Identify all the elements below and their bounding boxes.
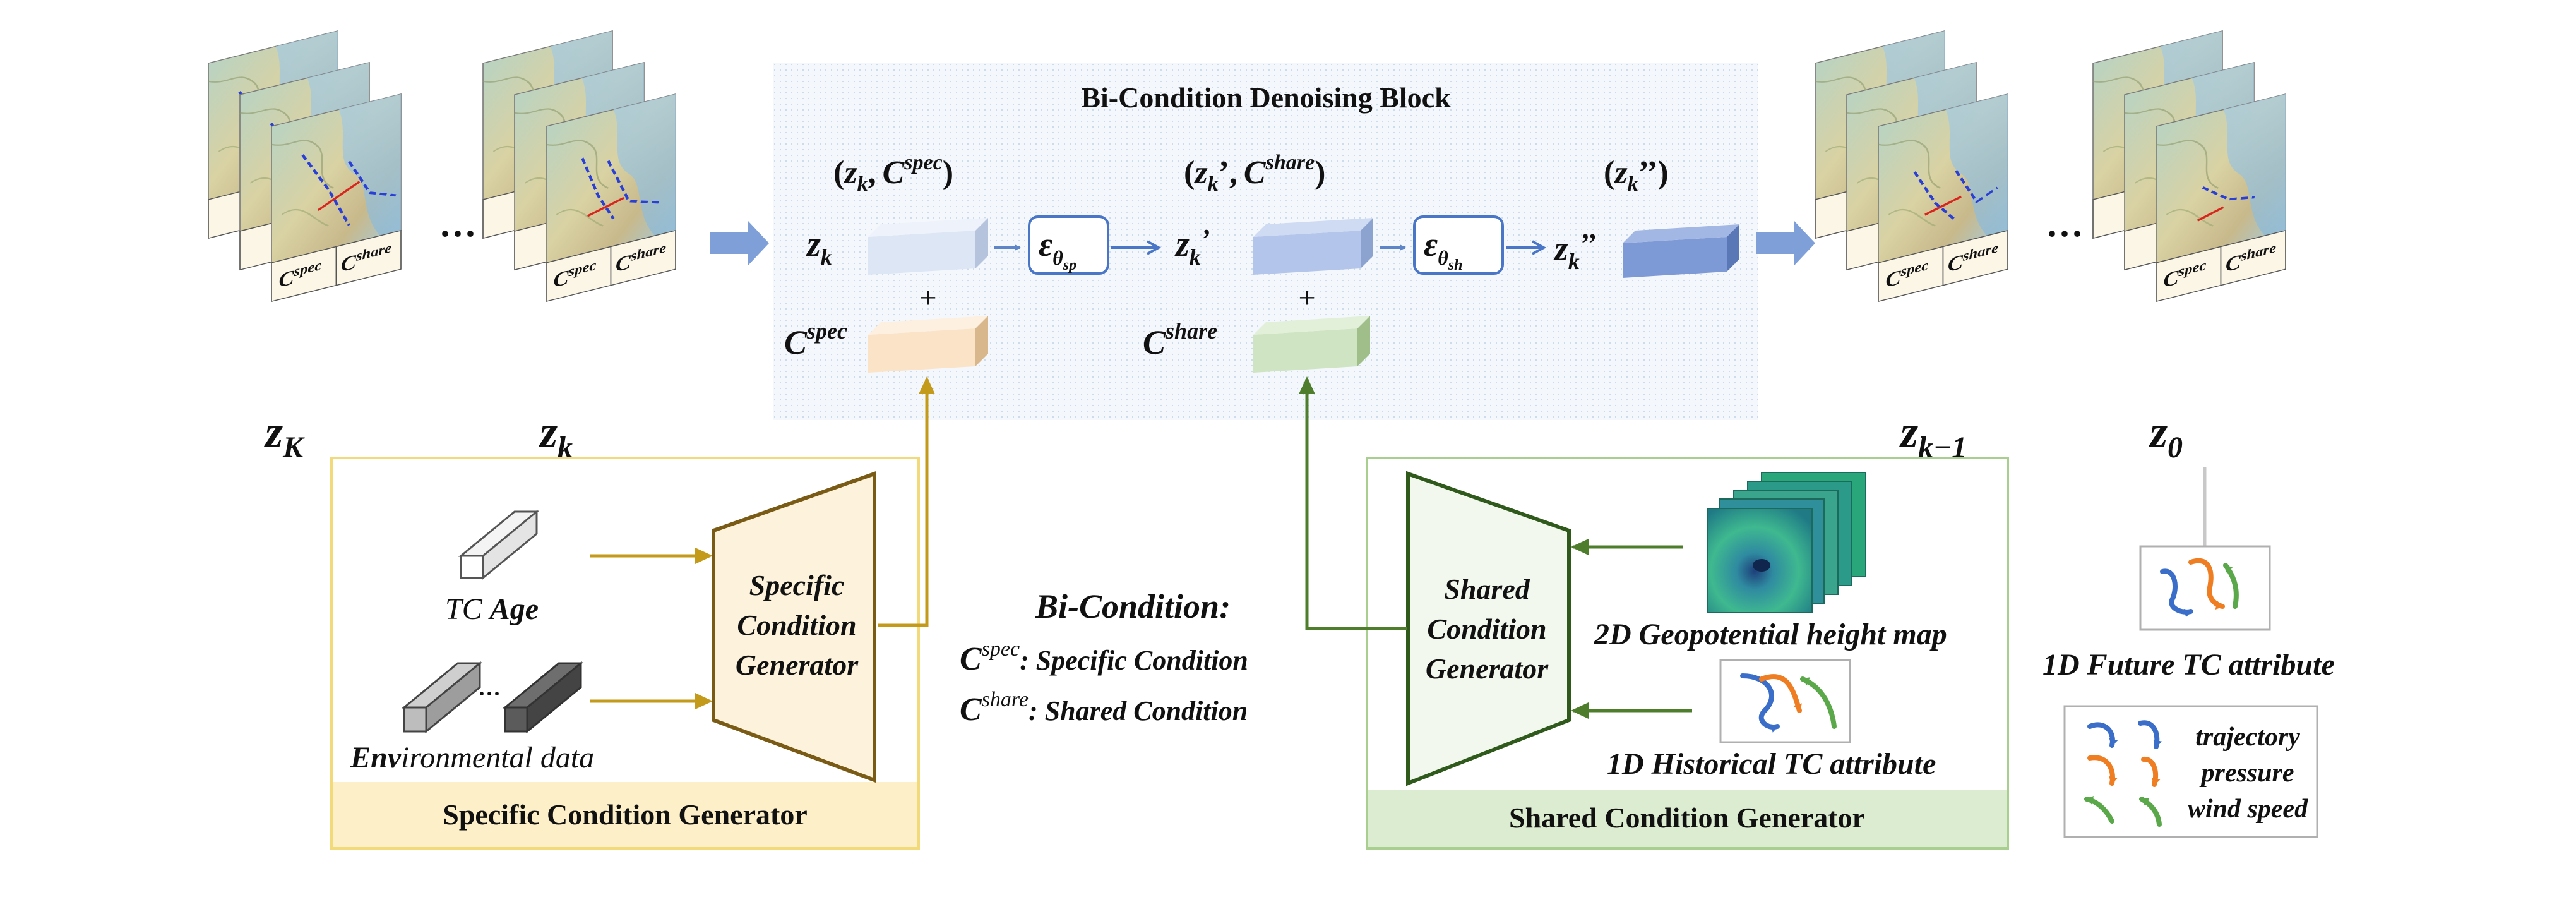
future-attr-box [2139, 545, 2271, 631]
pair-label-2: (zk’,Cshare) [1184, 151, 1325, 196]
c-spec-cuboid-icon [868, 316, 988, 373]
eps-sp-label: εθsp [1039, 226, 1076, 274]
env-data-label: Environmental data [350, 741, 594, 774]
stack-label-3: zk−1 [1899, 407, 1967, 464]
tc-age-cuboid-icon [458, 509, 540, 580]
legend-pressure: pressure [2199, 759, 2294, 788]
trajectory-track [1913, 171, 1957, 222]
zk-prime-cuboid-icon [1253, 218, 1373, 275]
future-attr-label: 1D Future TC attribute [2042, 648, 2335, 682]
shared-generator-trapezoid-icon [1406, 471, 1571, 786]
ellipsis-right: ··· [2046, 213, 2084, 255]
pair-label-1: (zk,Cspec) [833, 151, 953, 196]
legend-share: Cshare: Shared Condition [960, 688, 1248, 728]
plus-share: + [1298, 281, 1315, 315]
zk-dprime-cuboid-icon [1623, 224, 1739, 278]
arrow-out-block-icon [1756, 221, 1815, 265]
future-curve-arrows-icon [2160, 558, 2239, 618]
specific-generator-footer: Specific Condition Generator [443, 798, 808, 831]
share-to-block-arrow-icon [1299, 376, 1407, 630]
env-dots: ··· [478, 681, 501, 706]
historical-label: 1D Historical TC attribute [1607, 747, 1936, 781]
shared-generator-footer-bg [1368, 790, 2007, 847]
geopotential-label: 2D Geopotential height map [1594, 618, 1947, 651]
eps-sp-box [1028, 215, 1109, 275]
legend-trajectory: trajectory [2195, 723, 2300, 752]
shared-gen-line-2: Condition [1427, 613, 1546, 645]
trajectory-track [317, 181, 361, 212]
bi-condition-title: Bi-Condition: [1035, 587, 1231, 625]
eps-sh-box [1413, 215, 1504, 275]
trajectory-track [348, 160, 397, 197]
trajectory-track [2197, 206, 2224, 222]
trajectory-track [587, 196, 624, 217]
trajectory-track [301, 154, 350, 226]
spec-to-block-arrow-icon [878, 376, 935, 627]
legend-trajectory-icon [2087, 720, 2162, 749]
svg-text:(zk,Cspec): (zk,Cspec) [833, 151, 953, 196]
specific-generator-trapezoid-icon [712, 471, 876, 783]
zk-prime-label: zk’ [1174, 224, 1210, 270]
stack-label-4: z0 [2148, 407, 2183, 464]
ellipsis-left: ··· [439, 213, 477, 255]
trajectory-track [607, 160, 661, 204]
shared-gen-line-3: Generator [1426, 652, 1549, 685]
specific-generator-footer-bg [333, 782, 917, 847]
legend-wind-speed: wind speed [2188, 795, 2308, 824]
specific-gen-line-3: Generator [736, 649, 859, 681]
arrow-into-block-icon [710, 221, 769, 265]
specific-gen-line-2: Condition [737, 609, 856, 641]
geopotential-heatmap-stack-icon [1707, 472, 1866, 613]
env-data-cuboid-icon-1 [401, 661, 483, 734]
tc-age-label: TC Age [445, 592, 539, 626]
legend-spec: Cspec: Specific Condition [960, 637, 1248, 677]
historical-curve-arrows-icon [1740, 673, 1837, 733]
historical-attr-box [1719, 659, 1851, 743]
trajectory-track [1955, 169, 1998, 204]
zk-input-label: zk [806, 225, 832, 270]
pair-label-3: (zk’’) [1604, 155, 1669, 196]
tag-c-spec: Cspec [1885, 258, 1928, 292]
plus-spec: + [919, 281, 936, 315]
stack-label-2: zk [538, 407, 573, 464]
trajectory-track [2202, 186, 2255, 201]
denoising-block-title: Bi-Condition Denoising Block [1081, 81, 1451, 114]
svg-text:(zk’’): (zk’’) [1604, 155, 1669, 196]
trajectory-track [581, 157, 615, 220]
c-share-cuboid-icon [1253, 316, 1370, 373]
shared-gen-line-1: Shared [1444, 573, 1530, 605]
stack-label-1: zK [263, 407, 305, 464]
svg-text:(zk’,Cshare): (zk’,Cshare) [1184, 151, 1325, 196]
shared-generator-footer: Shared Condition Generator [1509, 802, 1865, 834]
legend-wind-speed-icon [2084, 796, 2162, 827]
specific-gen-line-1: Specific [749, 569, 845, 601]
c-spec-label: Cspec [784, 318, 847, 361]
eps-sh-label: εθsh [1424, 226, 1462, 274]
legend-pressure-icon [2087, 755, 2161, 787]
zk-dprime-label: zk’’ [1553, 228, 1596, 274]
trajectory-track [1924, 195, 1962, 216]
zk-cuboid-icon [868, 218, 988, 275]
env-data-cuboid-icon-2 [502, 661, 584, 734]
c-share-label: Cshare [1143, 318, 1217, 361]
